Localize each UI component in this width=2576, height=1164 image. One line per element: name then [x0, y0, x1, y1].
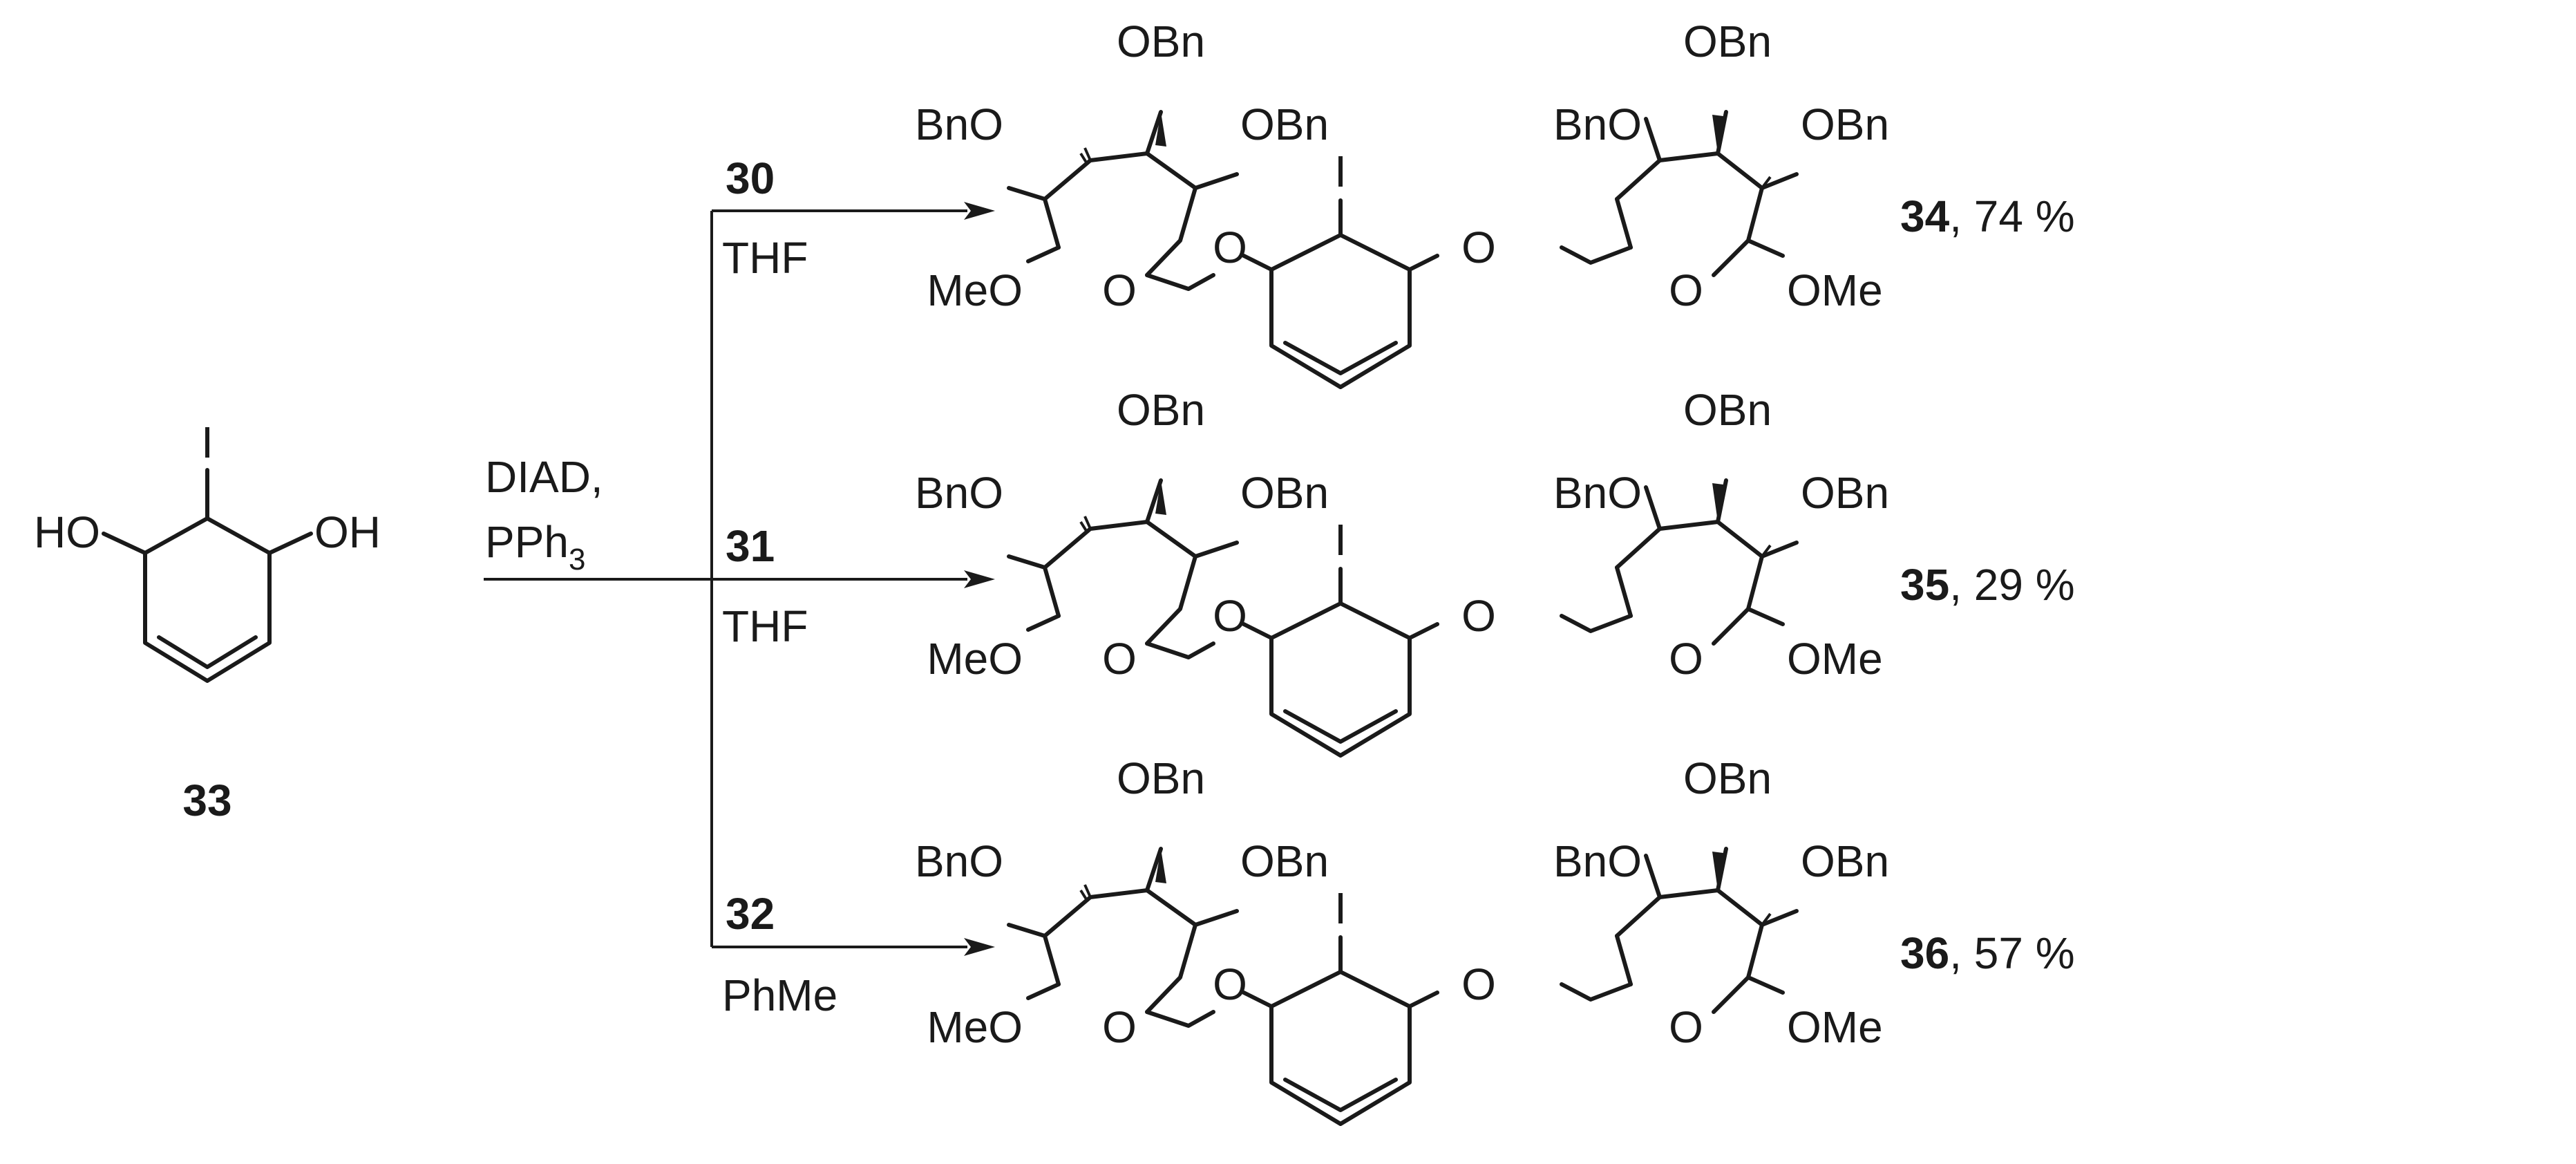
- product-meo: MeO: [927, 634, 1023, 684]
- product-ring-o-left: O: [1102, 1002, 1137, 1052]
- arrowhead-middle: [964, 570, 995, 588]
- product-34: OBn BnO OBn MeO O O I O OBn BnO OBn O OM…: [915, 17, 2075, 387]
- sm-compound-number: 33: [182, 776, 231, 825]
- product-iodo: I: [1334, 883, 1347, 933]
- product-34-yield-value: , 74 %: [1949, 191, 2074, 241]
- product-obn-top-right: OBn: [1683, 753, 1772, 803]
- reagent-pph3-subscript: 3: [569, 543, 585, 576]
- product-ring-o-left: O: [1102, 634, 1137, 684]
- branch-31-solvent: THF: [722, 601, 808, 651]
- product-iodo: I: [1334, 147, 1347, 196]
- branch-30-number: 30: [726, 153, 775, 203]
- product-bno-right: BnO: [1553, 100, 1642, 149]
- reagent-pph-label: PPh: [485, 517, 569, 567]
- sm-iodo-label: I: [201, 417, 214, 467]
- product-bno-left: BnO: [915, 100, 1003, 149]
- product-35-yield-value: , 29 %: [1949, 560, 2074, 610]
- product-34-yield: 34, 74 %: [1900, 191, 2075, 241]
- product-ring-o-right: O: [1669, 1002, 1703, 1052]
- starting-material-33: I HO OH 33: [34, 417, 381, 825]
- product-ring-o-right: O: [1669, 634, 1703, 684]
- product-obn-mid-right: OBn: [1801, 836, 1889, 886]
- product-obn-top-right: OBn: [1683, 17, 1772, 66]
- sm-hydroxyl-left-label: HO: [34, 507, 100, 557]
- product-obn-mid-left: OBn: [1240, 100, 1329, 149]
- product-bno-right: BnO: [1553, 468, 1642, 518]
- product-ether-o-right: O: [1461, 959, 1496, 1009]
- branching-arrows: 30 THF 31 THF 32 PhMe: [484, 153, 995, 1020]
- product-obn-top-right: OBn: [1683, 385, 1772, 435]
- product-34-number: 34: [1900, 191, 1950, 241]
- product-ring-o-left: O: [1102, 265, 1137, 315]
- arrowhead-bottom: [964, 938, 995, 956]
- branch-32-solvent: PhMe: [722, 970, 837, 1020]
- product-obn-top-left: OBn: [1117, 385, 1205, 435]
- product-ether-o-left: O: [1213, 591, 1247, 641]
- product-ome: OMe: [1787, 634, 1883, 684]
- product-36-yield: 36, 57 %: [1900, 928, 2075, 978]
- branch-31-number: 31: [726, 521, 775, 571]
- reagent-conditions: DIAD, PPh3: [485, 452, 603, 576]
- product-bno-left: BnO: [915, 836, 1003, 886]
- branch-32-number: 32: [726, 889, 775, 939]
- product-ome: OMe: [1787, 265, 1883, 315]
- product-36-yield-value: , 57 %: [1949, 928, 2074, 978]
- product-ether-o-right: O: [1461, 591, 1496, 641]
- product-36: OBn BnO OBn MeO O O I O OBn BnO OBn O OM…: [915, 753, 2075, 1124]
- arrowhead-top: [964, 202, 995, 220]
- product-ether-o-left: O: [1213, 223, 1247, 272]
- sm-hydroxyl-right-label: OH: [314, 507, 381, 557]
- product-meo: MeO: [927, 1002, 1023, 1052]
- product-obn-mid-left: OBn: [1240, 468, 1329, 518]
- product-ring-o-right: O: [1669, 265, 1703, 315]
- product-36-number: 36: [1900, 928, 1949, 978]
- branch-30-solvent: THF: [722, 233, 808, 283]
- product-obn-mid-right: OBn: [1801, 100, 1889, 149]
- product-obn-mid-right: OBn: [1801, 468, 1889, 518]
- product-35-yield: 35, 29 %: [1900, 560, 2075, 610]
- product-35-number: 35: [1900, 560, 1949, 610]
- product-iodo: I: [1334, 515, 1347, 565]
- reagent-pph3-label: PPh3: [485, 517, 585, 576]
- product-obn-top-left: OBn: [1117, 753, 1205, 803]
- product-meo: MeO: [927, 265, 1023, 315]
- product-obn-top-left: OBn: [1117, 17, 1205, 66]
- product-obn-mid-left: OBn: [1240, 836, 1329, 886]
- product-ether-o-right: O: [1461, 223, 1496, 272]
- product-ome: OMe: [1787, 1002, 1883, 1052]
- product-bno-left: BnO: [915, 468, 1003, 518]
- product-ether-o-left: O: [1213, 959, 1247, 1009]
- reagent-diad-label: DIAD,: [485, 452, 603, 502]
- product-35: OBn BnO OBn MeO O O I O OBn BnO OBn O OM…: [915, 385, 2075, 755]
- product-bno-right: BnO: [1553, 836, 1642, 886]
